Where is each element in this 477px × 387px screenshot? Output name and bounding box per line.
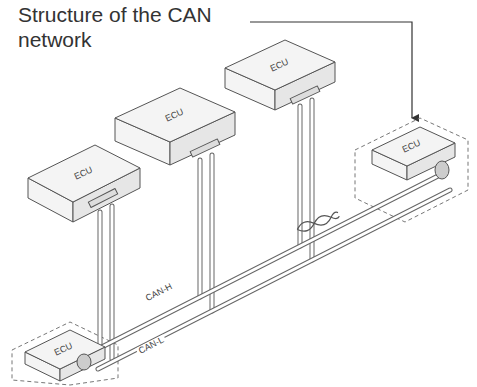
diagram-title: Structure of the CAN network — [18, 2, 248, 52]
signal-name: CAN-H — [143, 281, 176, 305]
ecu-box: ECU — [54, 345, 73, 354]
ecu-box: ECU — [165, 111, 184, 120]
ecu-box: ECU — [74, 169, 93, 178]
signal-name: CAN-L — [135, 334, 167, 357]
ecu-box: ECU — [402, 142, 421, 151]
ecu-box: ECU — [270, 61, 289, 70]
